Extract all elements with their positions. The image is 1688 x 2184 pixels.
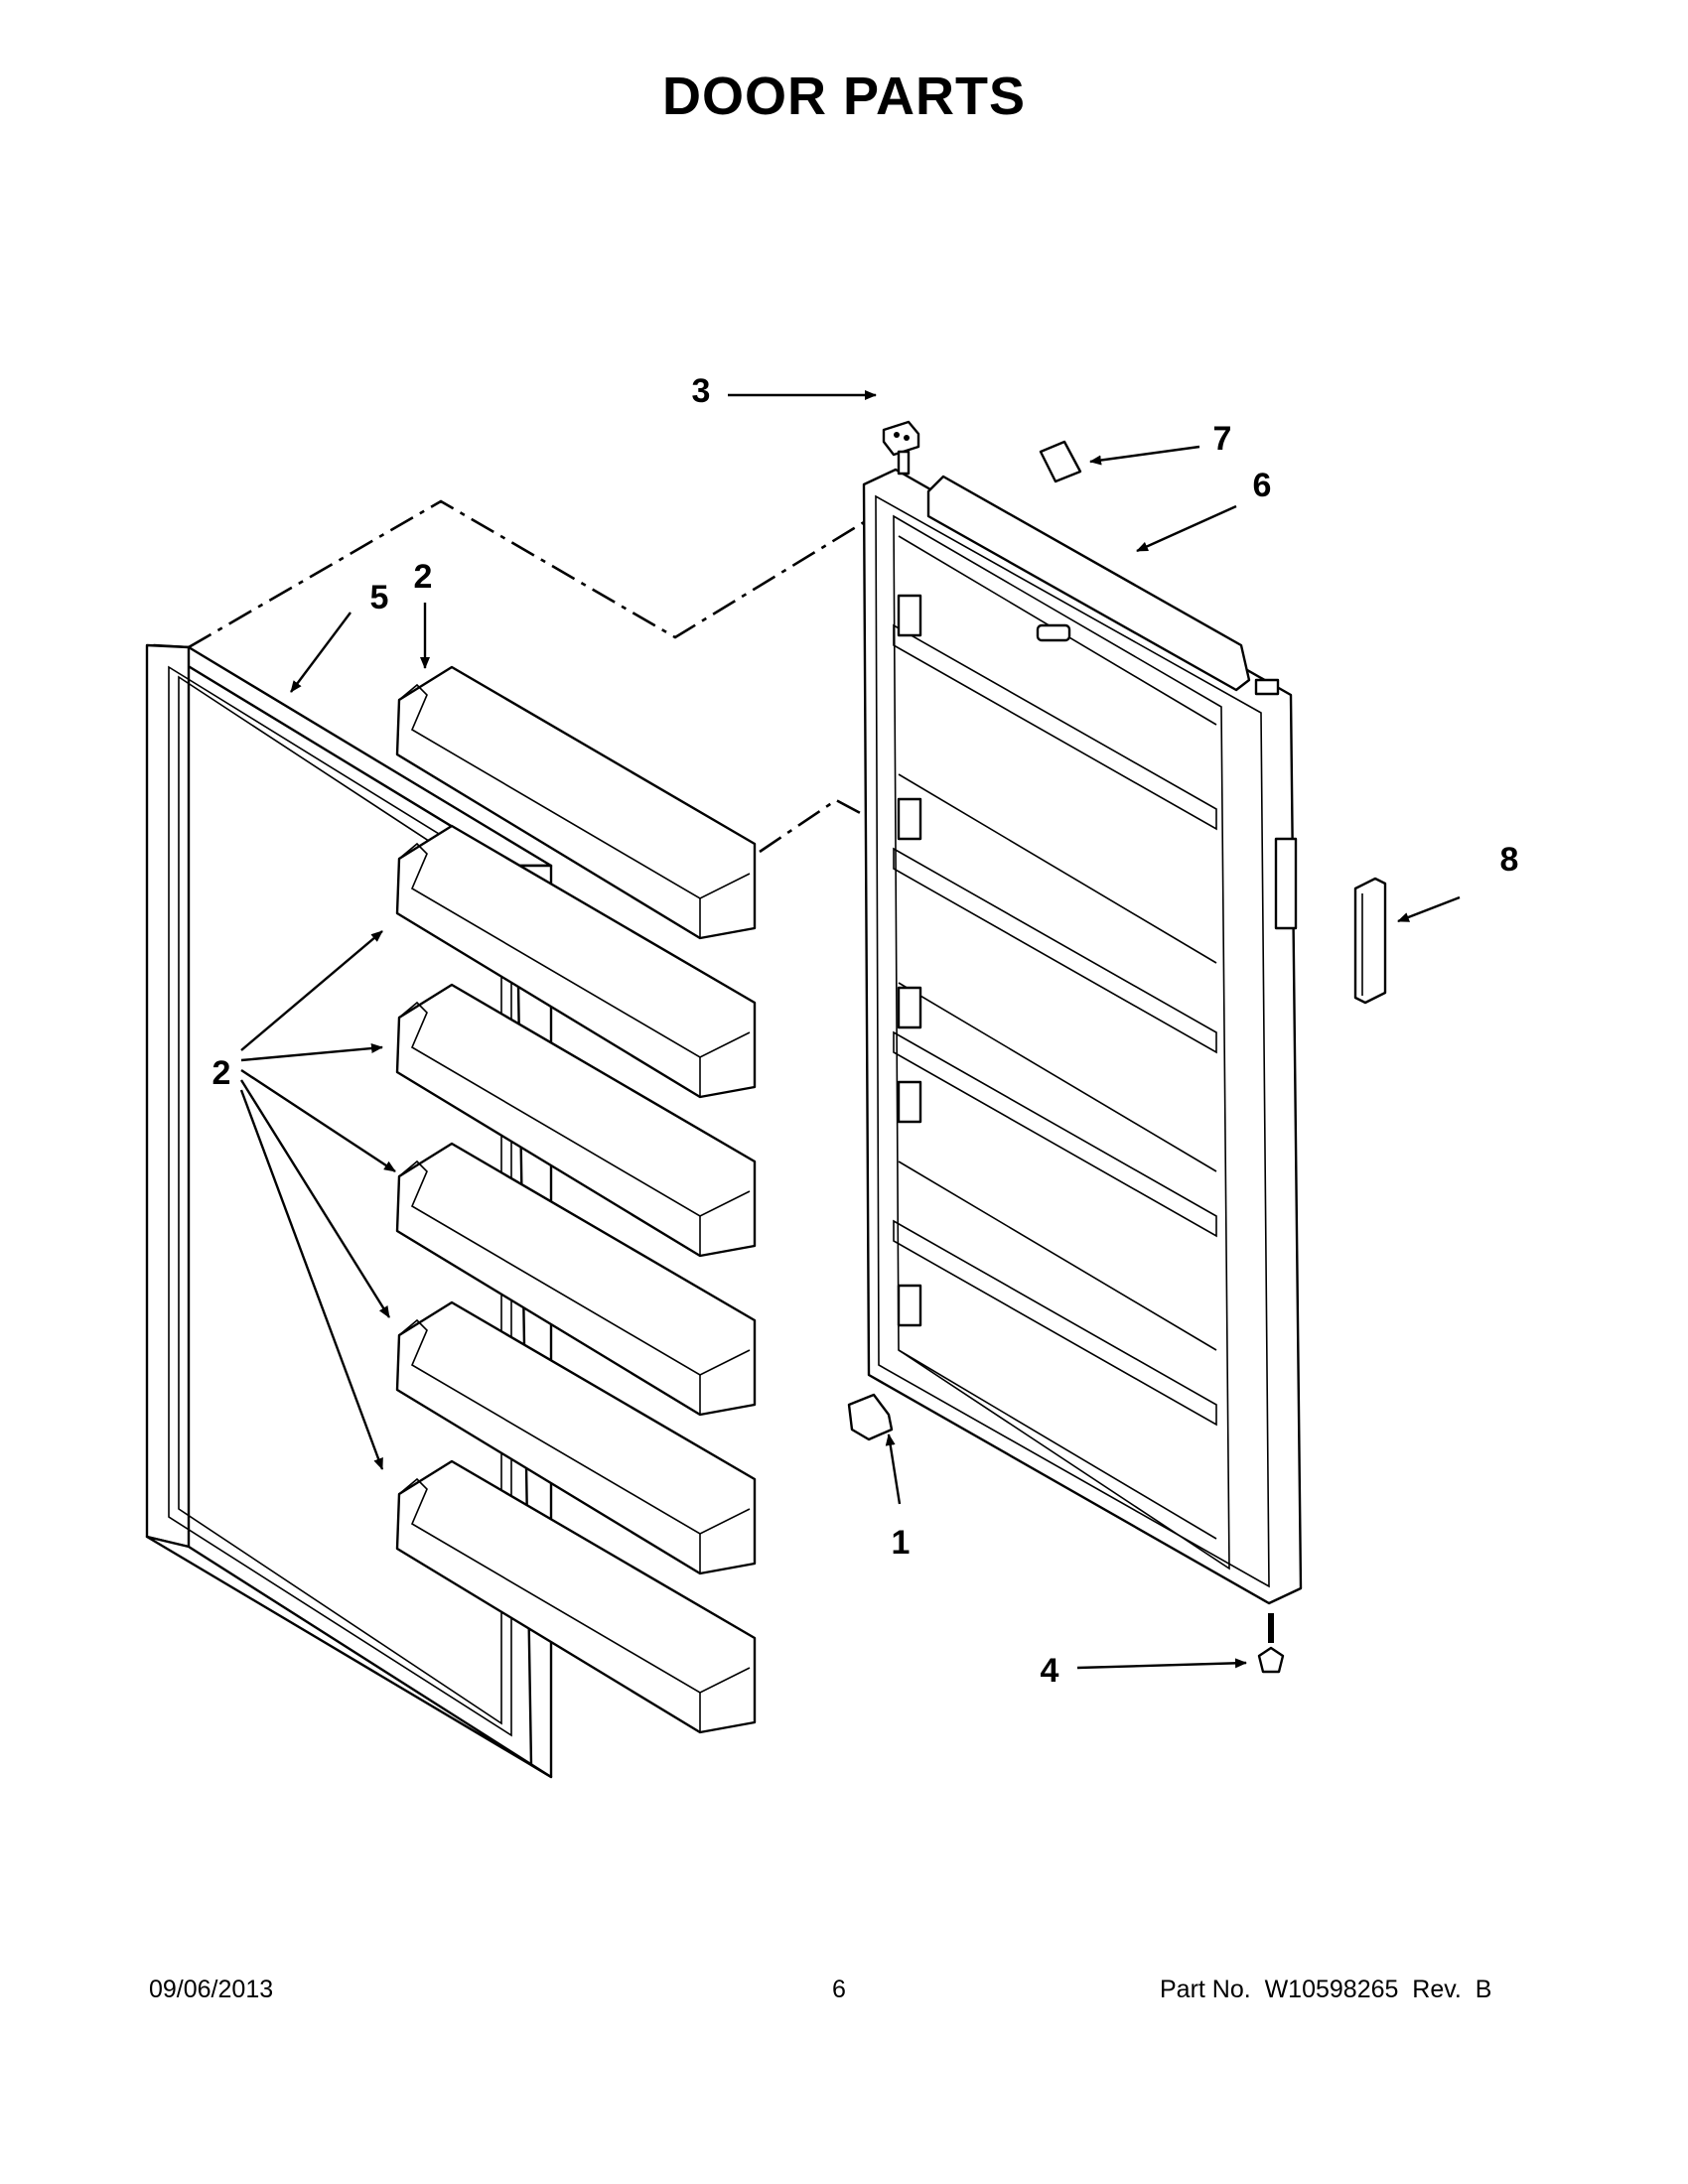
footer-page-number: 6 [832, 1976, 846, 2003]
door-bin [395, 1459, 757, 1734]
callout-7: 7 [1213, 420, 1232, 458]
callout-1: 1 [892, 1524, 911, 1562]
hinge-bushing [1257, 1613, 1285, 1674]
door-hinge-hole [1254, 678, 1280, 696]
shelf-clips [897, 594, 922, 1327]
callout-leaders [239, 390, 1461, 1670]
callout-4: 4 [1041, 1652, 1059, 1690]
callout-3: 3 [692, 372, 711, 410]
top-hinge [882, 420, 920, 476]
callout-6: 6 [1253, 467, 1272, 504]
door-shelf-retainers [893, 623, 1217, 1427]
callout-2-group: 2 [212, 1054, 231, 1092]
door-bin [395, 665, 757, 940]
label-plate [1039, 440, 1082, 483]
door-assembly [862, 468, 1303, 1605]
callout-8: 8 [1500, 841, 1519, 879]
door-bin [395, 824, 757, 1099]
door-bin [395, 983, 757, 1258]
door-handle [1353, 877, 1387, 1005]
alignment-line-gasket [188, 499, 875, 649]
door-bin [395, 1300, 757, 1575]
door-bin [395, 1142, 757, 1417]
page-title: DOOR PARTS [661, 67, 1026, 126]
handle-recess [1274, 837, 1298, 930]
bottom-hinge [847, 1393, 894, 1441]
door-bins [395, 665, 757, 1734]
footer-part-number: Part No. W10598265 Rev. B [1160, 1976, 1492, 2003]
door-latch [1036, 623, 1071, 642]
callout-5: 5 [370, 579, 389, 616]
callout-2-top: 2 [414, 558, 433, 596]
footer-date: 09/06/2013 [149, 1976, 274, 2003]
door-top-trim [926, 475, 1251, 692]
